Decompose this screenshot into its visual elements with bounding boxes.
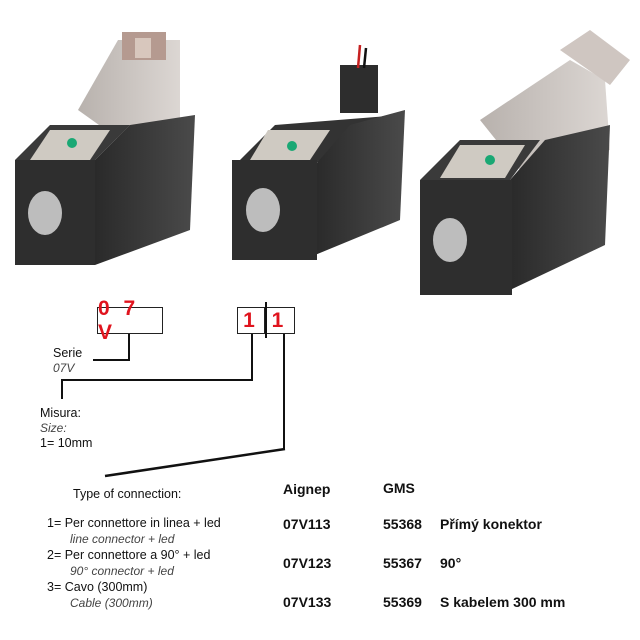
misura-label-en: Size: <box>40 421 67 435</box>
leader-line <box>61 379 253 381</box>
valve-90-connector-image <box>420 30 630 295</box>
aignep-code: 07V133 <box>283 594 332 610</box>
option-label-en: 90° connector + led <box>70 564 174 578</box>
series-code-box: 0 7 V <box>97 297 163 344</box>
valve-cable-image <box>232 44 405 260</box>
serie-value: 07V <box>53 361 75 375</box>
option-label: 3= Cavo (300mm) <box>47 580 148 594</box>
column-header-aignep: Aignep <box>283 481 331 497</box>
valve-inline-connector-image <box>15 32 195 265</box>
description: 90° <box>440 555 462 571</box>
description: S kabelem 300 mm <box>440 594 566 610</box>
option-label: 1= Per connettore in linea + led <box>47 516 221 530</box>
leader-line <box>61 379 63 399</box>
description: Přímý konektor <box>440 516 542 532</box>
connection-code-box: 1 <box>264 307 295 334</box>
gms-code: 55367 <box>383 555 422 571</box>
divider <box>265 302 267 338</box>
aignep-code: 07V123 <box>283 555 332 571</box>
serie-label: Serie <box>53 346 83 360</box>
option-label-en: Cable (300mm) <box>70 596 153 610</box>
misura-label: Misura: <box>40 406 81 420</box>
option-label: 2= Per connettore a 90° + led <box>47 548 211 562</box>
leader-line <box>283 334 285 450</box>
size-code-box: 1 <box>237 307 265 334</box>
aignep-code: 07V113 <box>283 516 331 532</box>
leader-line <box>251 334 253 381</box>
gms-code: 55369 <box>383 594 422 610</box>
misura-value: 1= 10mm <box>40 436 93 450</box>
leader-line-diagonal <box>104 447 286 478</box>
leader-line <box>128 334 130 361</box>
gms-code: 55368 <box>383 516 422 532</box>
column-header-gms: GMS <box>383 480 415 496</box>
product-images <box>15 30 630 295</box>
leader-line <box>93 359 130 361</box>
option-label-en: line connector + led <box>70 532 175 546</box>
connection-title: Type of connection: <box>73 487 182 501</box>
